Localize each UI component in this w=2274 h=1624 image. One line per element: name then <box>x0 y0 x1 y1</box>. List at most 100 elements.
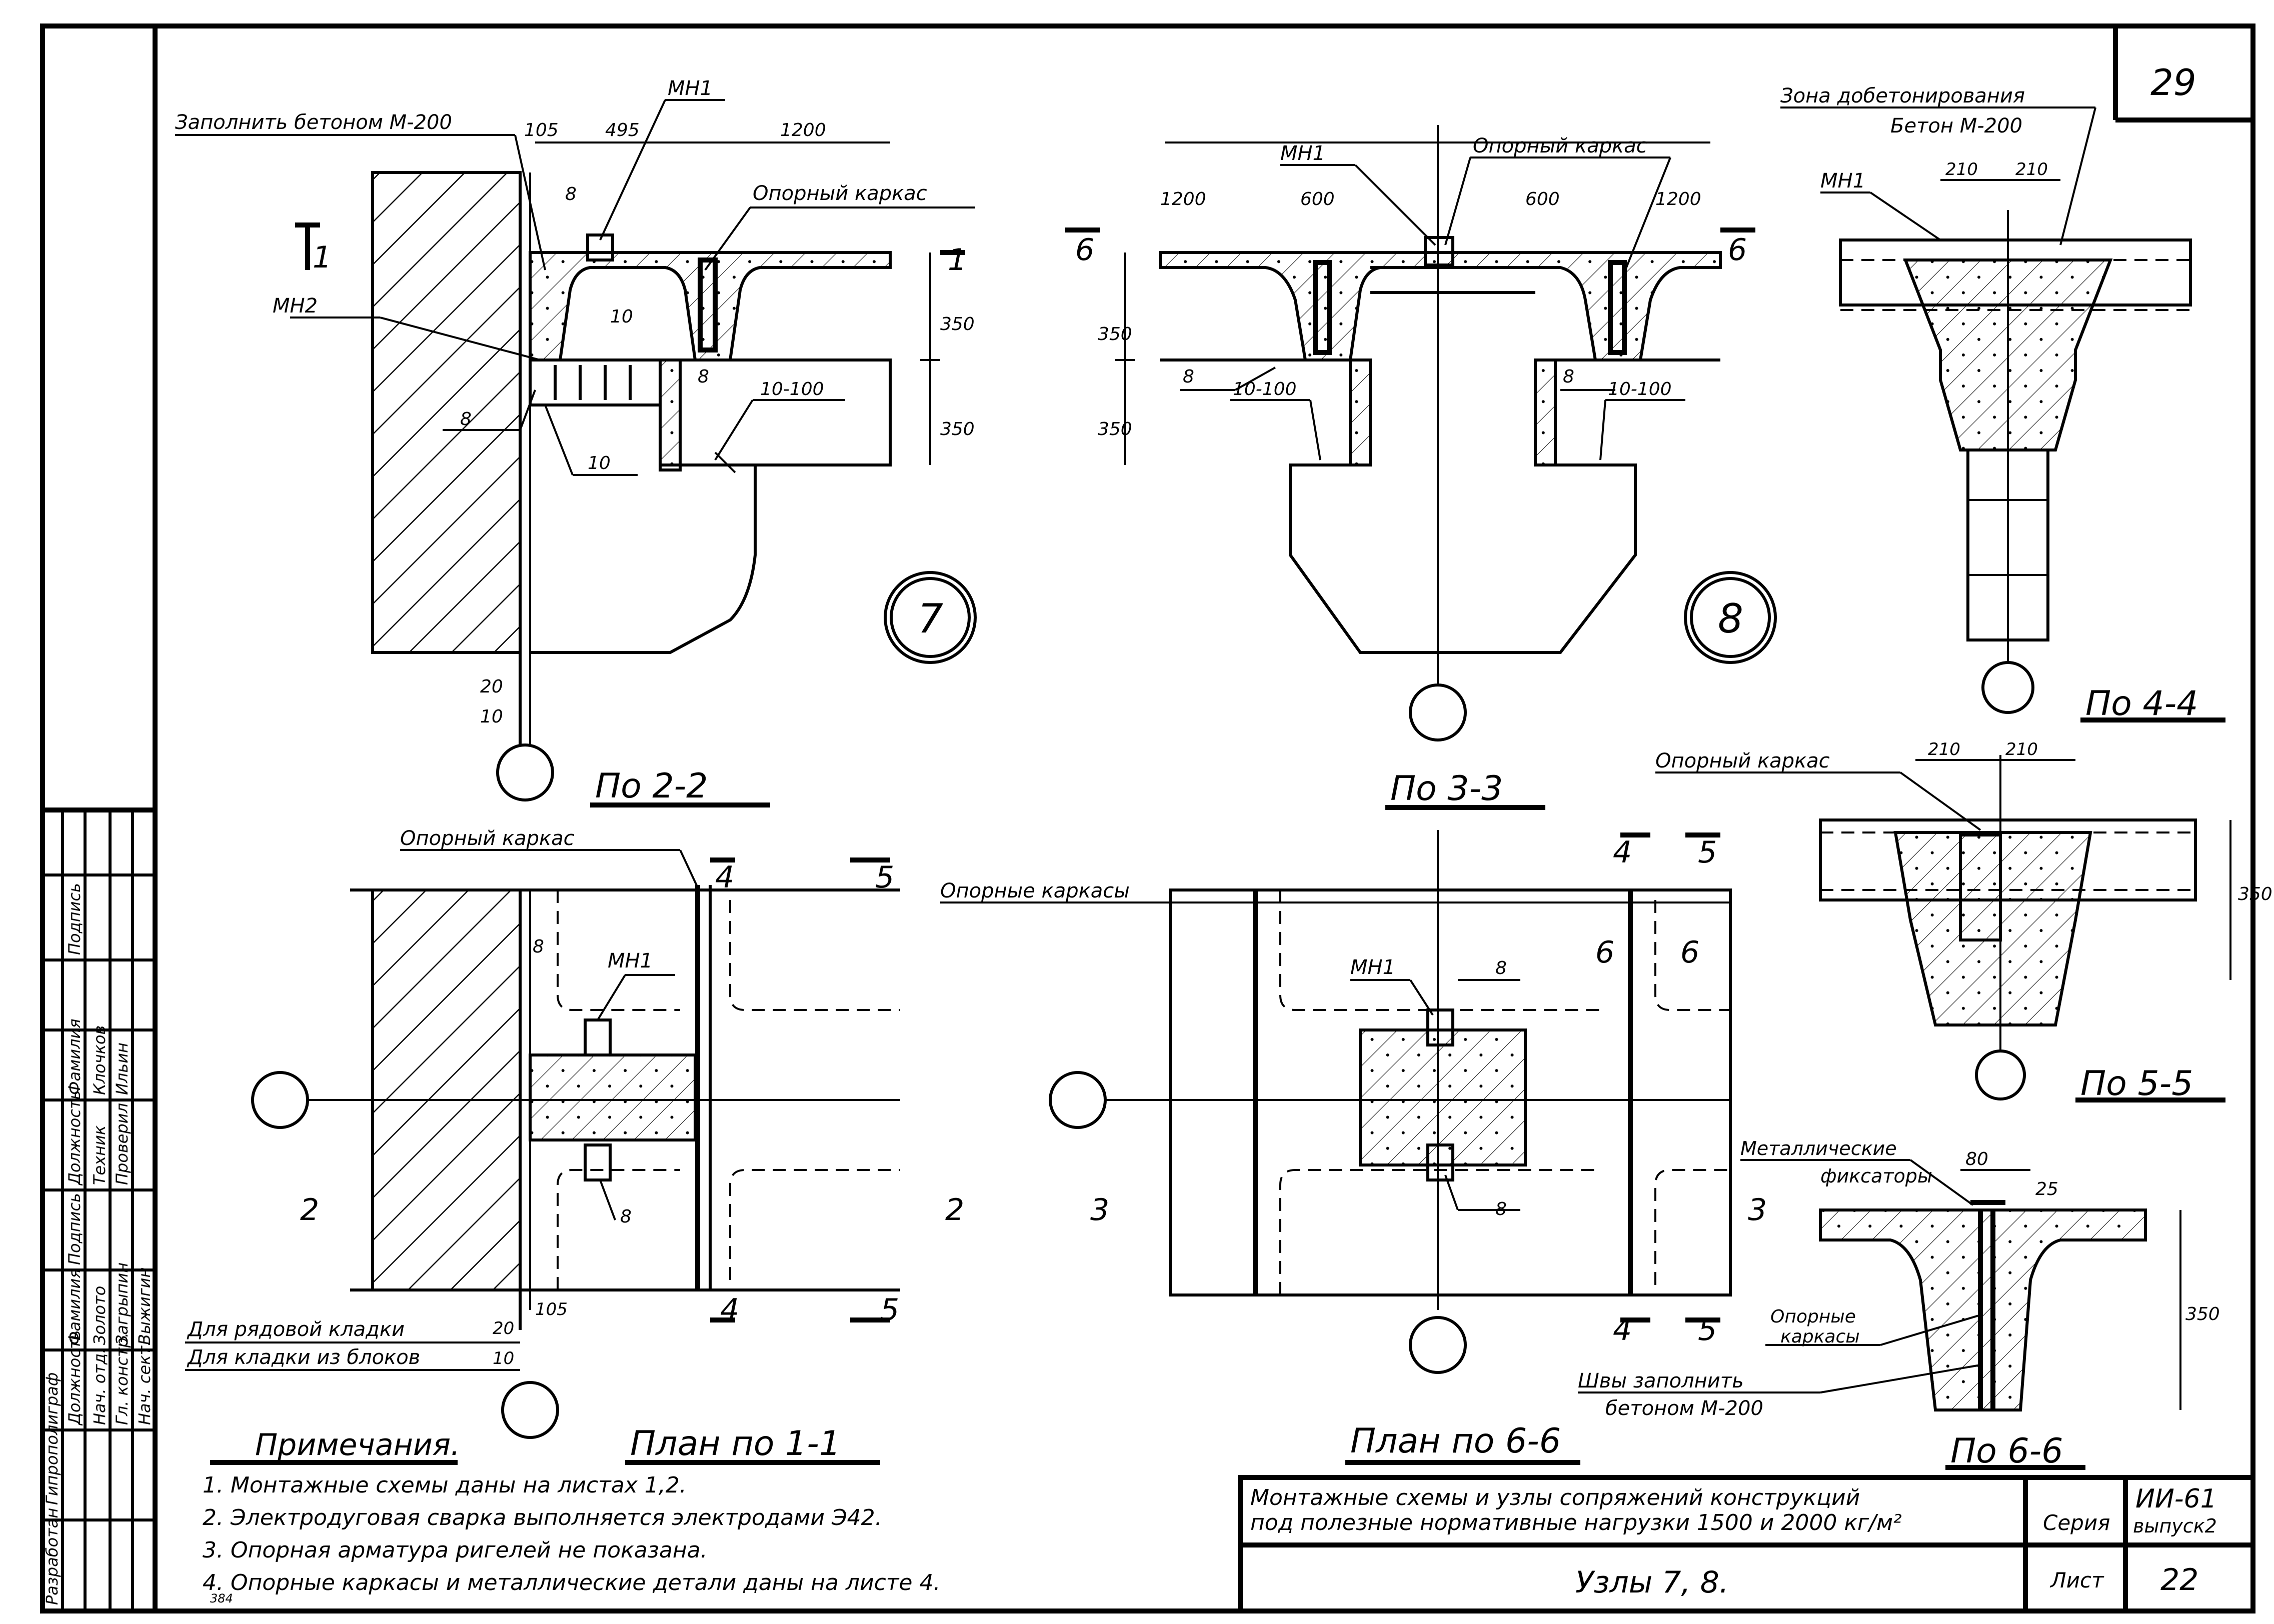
label-support-frame: Опорный каркас <box>753 182 927 205</box>
label-support-frames-2: каркасы <box>1780 1326 1860 1347</box>
approval-stamp: Разработан Гипрополиграф Должность Фамил… <box>40 808 233 1614</box>
label-mn1-p66: МН1 <box>1350 956 1395 979</box>
view-title-po-5-5: По 5-5 <box>2080 1064 2193 1104</box>
embedded-plate-mn1-8 <box>1424 236 1454 266</box>
label-fill-concrete: Заполнить бетоном М-200 <box>175 111 452 134</box>
view-title-po-4-4: По 4-4 <box>2085 684 2198 724</box>
sheet-number: 22 <box>2160 1562 2198 1598</box>
stamp-header-sign: Подпись <box>65 1193 84 1265</box>
section-5-5-labels: Опорный каркас 210 210 350 По 5-5 <box>1655 740 2272 1104</box>
dim-350-8a: 350 <box>1098 324 1132 344</box>
section-mark-5d: 5 <box>1698 1312 1717 1348</box>
dim-10-100-8b: 10-100 <box>1608 379 1672 400</box>
dim-1200: 1200 <box>780 120 826 140</box>
stamp-header-name2: Фамилия <box>65 1018 84 1095</box>
label-block-masonry: Для кладки из блоков <box>187 1346 420 1369</box>
node-8-number: 8 <box>1718 596 1743 642</box>
stamp-row3-name: Выжигин <box>135 1268 154 1345</box>
slab-8 <box>1159 251 1722 362</box>
section-5-5 <box>1655 755 2231 1102</box>
label-concrete-m200: Бетон М-200 <box>1890 114 2022 138</box>
note-3: 3. Опорная арматура ригелей не показана. <box>203 1538 708 1563</box>
series-issue: выпуск2 <box>2133 1515 2217 1537</box>
plan-1-1 <box>185 849 900 1465</box>
section-mark-6a: 6 <box>1075 232 1094 268</box>
label-support-frame-55: Опорный каркас <box>1655 750 1830 772</box>
view-title-po-3-3: По 3-3 <box>1390 769 1503 808</box>
dim-105: 105 <box>524 120 559 140</box>
plan-1-1-labels: Опорный каркас МН1 8 8 105 20 10 Для ряд… <box>187 827 964 1464</box>
section-mark-3a: 3 <box>1090 1192 1109 1228</box>
dim-8-p66a: 8 <box>1495 958 1507 978</box>
section-3-3 <box>1065 125 1755 810</box>
note-1: 1. Монтажные схемы даны на листах 1,2. <box>203 1472 687 1498</box>
dim-20-p11: 20 <box>493 1318 514 1338</box>
section-mark-1b: 1 <box>948 242 967 278</box>
dim-350b: 350 <box>940 419 975 440</box>
stamp-row4-name: Клочков <box>90 1026 109 1095</box>
dim-8: 8 <box>565 184 577 204</box>
node-7-labels: Заполнить бетоном М-200 МН1 Опорный карк… <box>175 77 975 806</box>
concrete-5-5 <box>1893 831 2092 1026</box>
section-mark-4b: 4 <box>720 1292 739 1328</box>
stamp-header-position: Должность <box>65 1330 84 1426</box>
section-mark-6d: 6 <box>1680 935 1699 970</box>
section-4-4-labels: Зона добетонирования Бетон М-200 МН1 210… <box>1780 84 2198 724</box>
section-mark-6c: 6 <box>1595 935 1614 970</box>
sheet-subtitle: Узлы 7, 8. <box>1575 1565 1729 1600</box>
dim-210-55b: 210 <box>2005 740 2038 760</box>
node-7-number: 7 <box>918 596 943 642</box>
hollow-block <box>529 358 662 406</box>
view-title-plan-1-1: План по 1-1 <box>630 1424 841 1464</box>
plan-6-6-labels: Опорные каркасы МН1 8 8 6 6 3 3 4 5 4 5 … <box>940 835 1767 1461</box>
section-mark-5a: 5 <box>875 860 894 895</box>
dim-350-66: 350 <box>2185 1304 2220 1324</box>
dim-25: 25 <box>2035 1179 2058 1200</box>
dim-8c: 8 <box>698 366 709 387</box>
label-ordinary-masonry: Для рядовой кладки <box>187 1318 405 1341</box>
concrete-fill-plan11 <box>529 1054 697 1142</box>
dim-350: 350 <box>940 314 975 334</box>
dim-210-44a: 210 <box>1945 160 1978 180</box>
dim-1200-8b: 1200 <box>1655 189 1701 210</box>
dim-10-100: 10-100 <box>760 379 824 400</box>
label-seams-2: бетоном М-200 <box>1605 1397 1763 1420</box>
label-mn1-p11: МН1 <box>608 950 653 972</box>
dim-8-p11a: 8 <box>533 936 544 957</box>
section-2-2 <box>175 99 975 808</box>
axis-marker <box>496 744 554 802</box>
section-mark-5b: 5 <box>880 1292 899 1328</box>
dim-20: 20 <box>480 676 503 697</box>
sheet-title-line2: под полезные нормативные нагрузки 1500 и… <box>1250 1510 1902 1536</box>
label-metal-fixators-2: фиксаторы <box>1820 1165 1932 1187</box>
section-mark-1: 1 <box>313 240 332 275</box>
dim-10-100-8a: 10-100 <box>1233 379 1297 400</box>
stamp-row5-name: Ильин <box>113 1042 132 1095</box>
stamp-row3-pos: Нач. сект. <box>135 1341 154 1425</box>
slab-rib-section <box>529 251 892 362</box>
notes-block: Примечания. 1. Монтажные схемы даны на л… <box>203 1428 940 1596</box>
plan-6-6 <box>940 830 1732 1465</box>
stamp-developed: Разработан <box>43 1508 62 1605</box>
section-mark-6b: 6 <box>1728 232 1747 268</box>
section-mark-5c: 5 <box>1698 835 1717 870</box>
dim-350-8b: 350 <box>1098 419 1132 440</box>
section-6-6 <box>1578 1159 2181 1470</box>
label-support-frames-p66: Опорные каркасы <box>940 880 1130 902</box>
dim-210-55a: 210 <box>1928 740 1960 760</box>
label-support-frame-p11: Опорный каркас <box>400 827 575 850</box>
embedded-plate-mn1 <box>586 234 614 262</box>
dim-8-p11b: 8 <box>620 1206 632 1227</box>
stamp-row4-pos: Техник <box>90 1125 109 1185</box>
stamp-institute: Гипрополиграф <box>43 1372 62 1505</box>
view-title-po-6-6: По 6-6 <box>1950 1432 2063 1471</box>
section-6-6-labels: Металлические фиксаторы 80 25 350 Опорны… <box>1578 1138 2220 1471</box>
dim-10c: 10 <box>480 706 503 727</box>
label-seams-1: Швы заполнить <box>1578 1370 1744 1392</box>
section-mark-2a: 2 <box>300 1192 319 1228</box>
section-mark-2b: 2 <box>945 1192 964 1228</box>
dim-10: 10 <box>610 306 633 327</box>
stamp-row1-pos: Нач. отд. <box>90 1348 109 1425</box>
label-metal-fixators-1: Металлические <box>1740 1138 1897 1160</box>
notes-heading: Примечания. <box>255 1428 460 1462</box>
